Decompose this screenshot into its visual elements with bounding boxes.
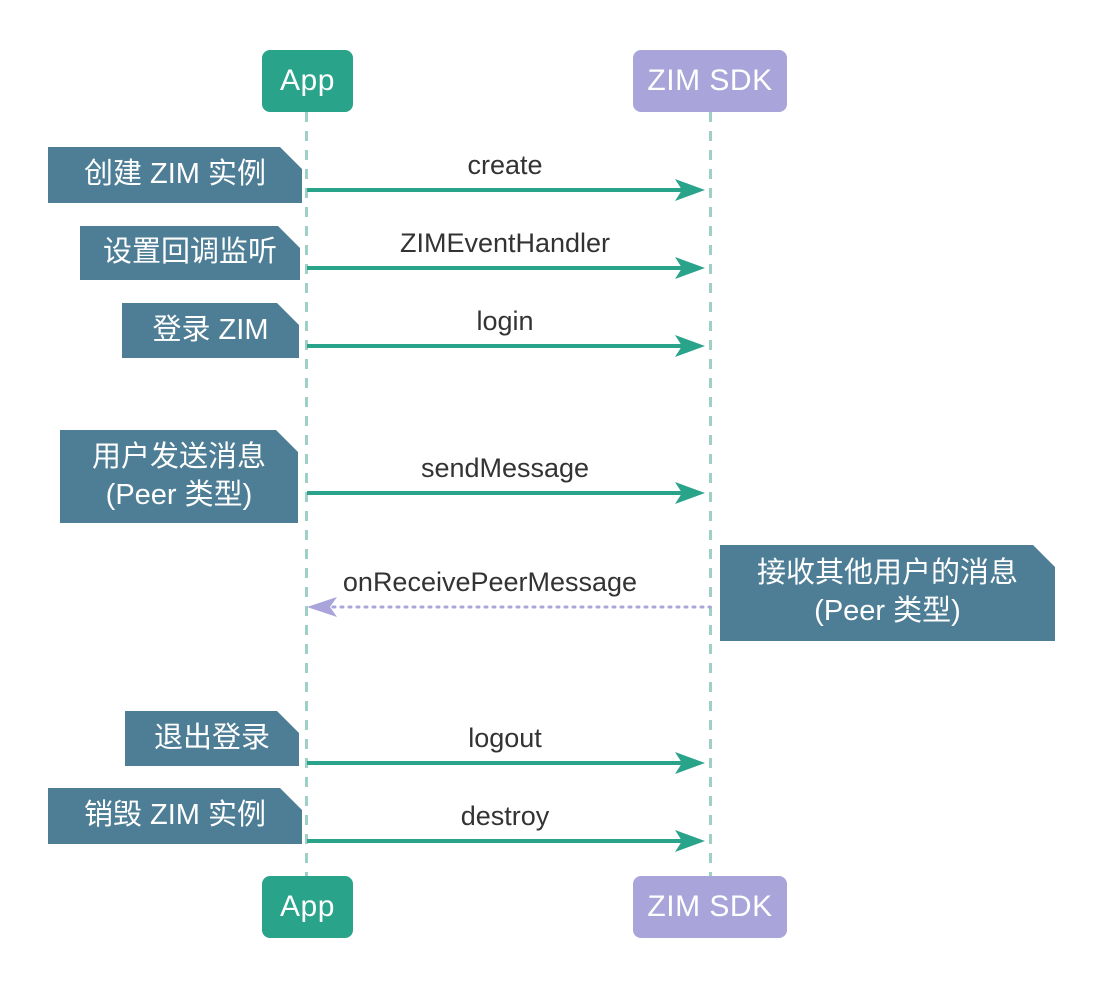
note-logout: 退出登录 [125, 711, 299, 766]
note-line: 退出登录 [153, 721, 270, 754]
message-arrow-login [307, 335, 705, 357]
actor-app-bottom: App [262, 876, 353, 938]
message-arrow-destroy [307, 830, 705, 852]
lifeline-app [305, 112, 308, 876]
lifeline-zim-sdk [709, 112, 712, 876]
message-arrow-logout [307, 752, 705, 774]
note-line: (Peer 类型) [105, 478, 253, 511]
note-line: 销毁 ZIM 实例 [83, 799, 267, 832]
actor-zim-sdk-bottom: ZIM SDK [633, 876, 787, 938]
message-label-sendmessage: sendMessage [420, 453, 590, 483]
note-set-event-handler: 设置回调监听 [80, 226, 300, 280]
note-login-zim: 登录 ZIM [122, 303, 299, 358]
message-arrow-zimeventhandler [307, 257, 705, 279]
message-label-create: create [467, 150, 543, 180]
note-receive-peer-message: 接收其他用户的消息 (Peer 类型) [720, 545, 1055, 641]
message-label-destroy: destroy [460, 801, 550, 831]
note-create-zim-instance: 创建 ZIM 实例 [48, 147, 302, 203]
note-destroy-zim-instance: 销毁 ZIM 实例 [48, 788, 302, 844]
note-user-send-message: 用户发送消息 (Peer 类型) [60, 430, 298, 523]
message-label-zimeventhandler: ZIMEventHandler [399, 228, 611, 258]
message-arrow-create [307, 179, 705, 201]
message-label-onreceivepeermessage: onReceivePeerMessage [342, 567, 638, 597]
message-label-login: login [476, 306, 534, 336]
actor-zim-sdk-top: ZIM SDK [633, 50, 787, 112]
note-line: 接收其他用户的消息 [756, 557, 1018, 590]
note-line: 用户发送消息 [91, 440, 266, 473]
message-arrow-onreceivepeermessage [307, 597, 712, 617]
message-arrow-sendmessage [307, 482, 705, 504]
message-label-logout: logout [468, 723, 542, 753]
actor-app-top: App [262, 50, 353, 112]
note-line: 创建 ZIM 实例 [83, 158, 267, 191]
note-line: (Peer 类型) [814, 595, 961, 627]
note-line: 登录 ZIM [152, 313, 269, 346]
note-line: 设置回调监听 [102, 236, 277, 269]
